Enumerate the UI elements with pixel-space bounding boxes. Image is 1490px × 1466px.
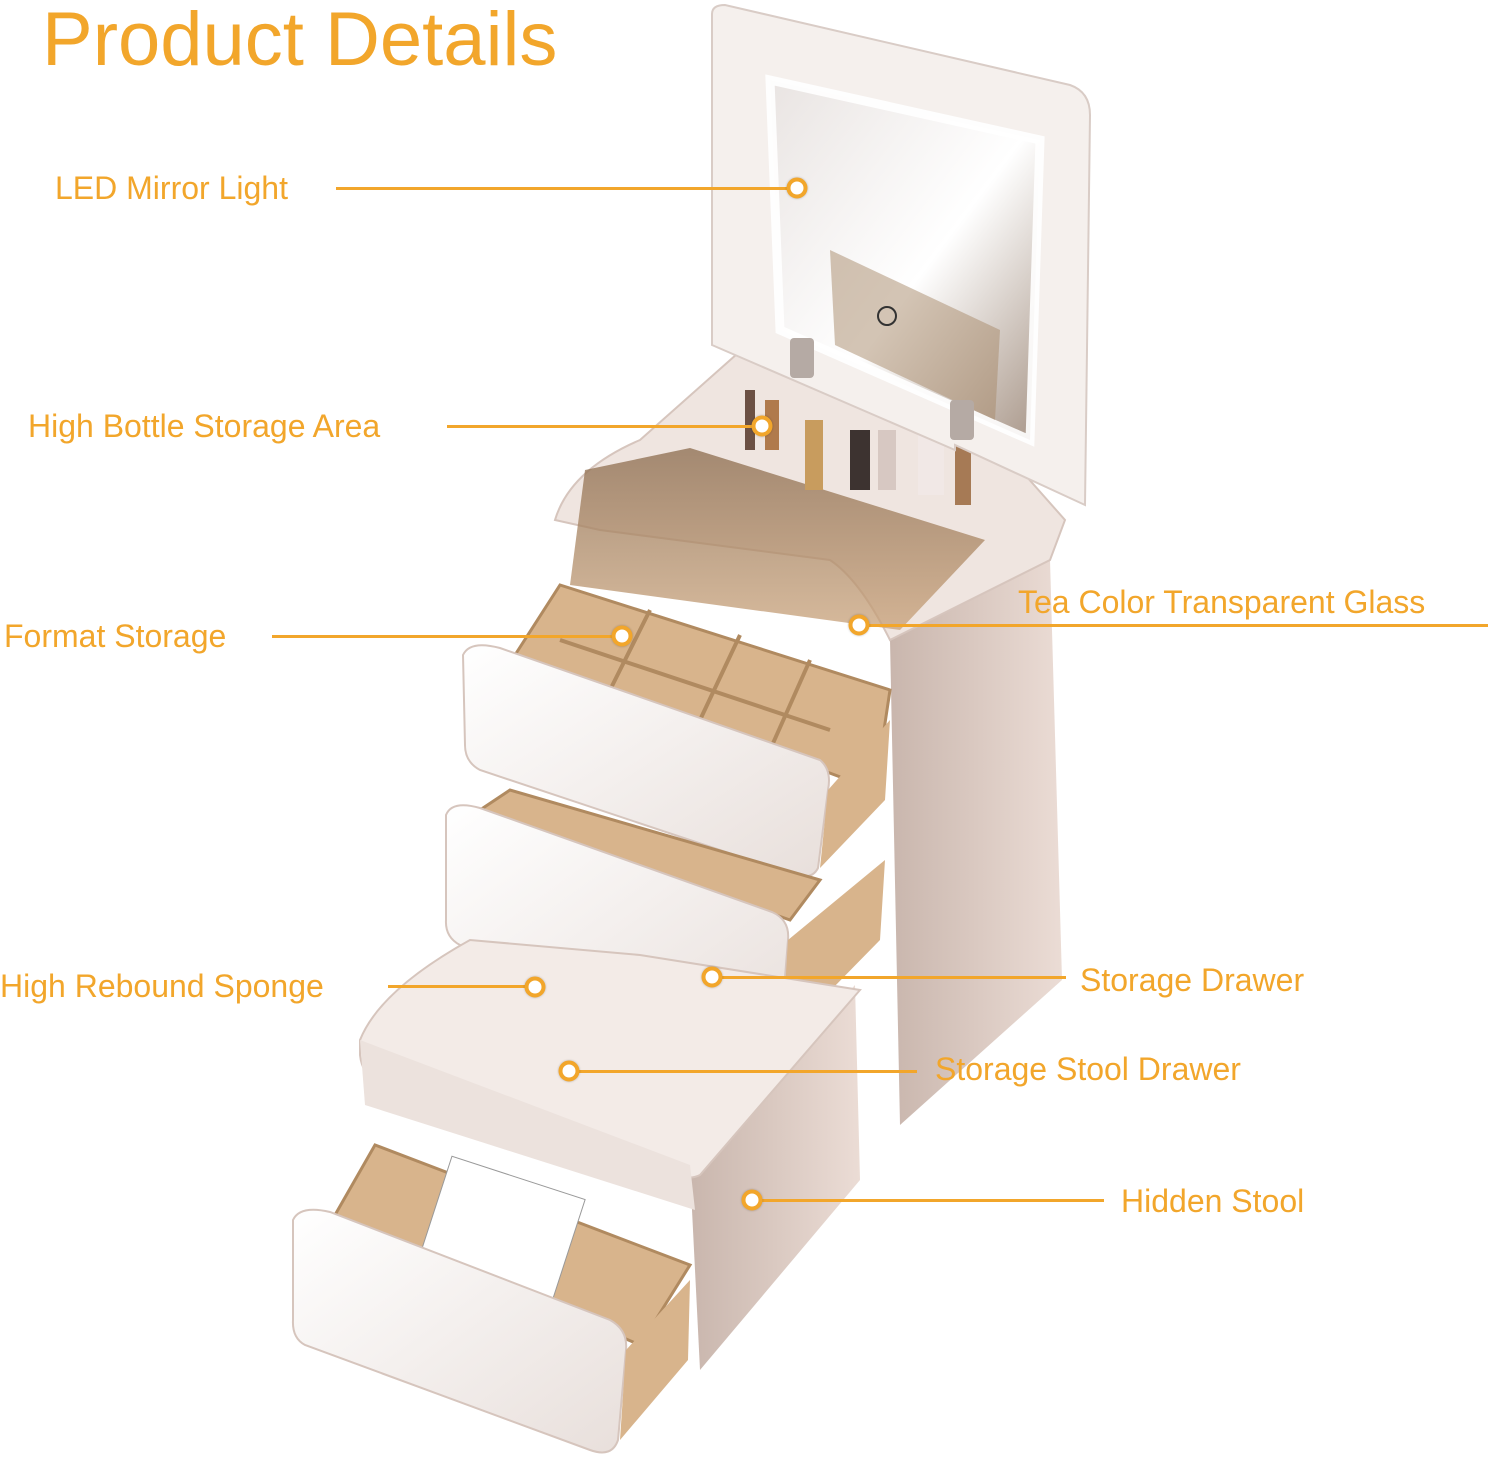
hinge-left-icon (790, 338, 814, 378)
callout-leader-line (860, 624, 1488, 627)
stool-side (690, 985, 860, 1370)
hinge-right-icon (950, 400, 974, 440)
callout-leader-line (388, 985, 534, 988)
callout-leader-line (447, 425, 763, 428)
stool-front-panel (360, 1040, 695, 1210)
callout-dot (611, 625, 633, 647)
tea-glass-lid (570, 448, 985, 630)
callout-leader-line (752, 1199, 1104, 1202)
cabinet-side-panel (890, 560, 1062, 1125)
callout-dot (524, 976, 546, 998)
callout-dot (558, 1060, 580, 1082)
drawer-1-front (461, 644, 830, 878)
callout-leader-line (569, 1070, 917, 1073)
callout-leader-line (712, 976, 1066, 979)
vanity-cabinet (291, 336, 1067, 1454)
callout-dot (701, 966, 723, 988)
callout-dot (741, 1189, 763, 1211)
page-title: Product Details (42, 0, 558, 82)
led-light-strip (765, 74, 1045, 447)
mirror-touch-sensor-icon (877, 306, 897, 326)
callout-label: Format Storage (4, 618, 227, 654)
callout-label: High Bottle Storage Area (28, 408, 381, 444)
callout-label: Storage Stool Drawer (935, 1051, 1241, 1087)
callout-dot (751, 415, 773, 437)
mirror-lid (711, 3, 1092, 507)
callout-leader-line (272, 635, 622, 638)
callout-label: Storage Drawer (1080, 962, 1305, 998)
callout-label: Tea Color Transparent Glass (1018, 584, 1426, 620)
callout-label: LED Mirror Light (55, 170, 288, 206)
callout-dot (786, 177, 808, 199)
callout-label: Hidden Stool (1121, 1183, 1305, 1219)
callout-label: High Rebound Sponge (0, 968, 324, 1004)
callout-leader-line (336, 187, 796, 190)
stool-drawer-front (291, 1208, 628, 1454)
callout-dot (848, 614, 870, 636)
